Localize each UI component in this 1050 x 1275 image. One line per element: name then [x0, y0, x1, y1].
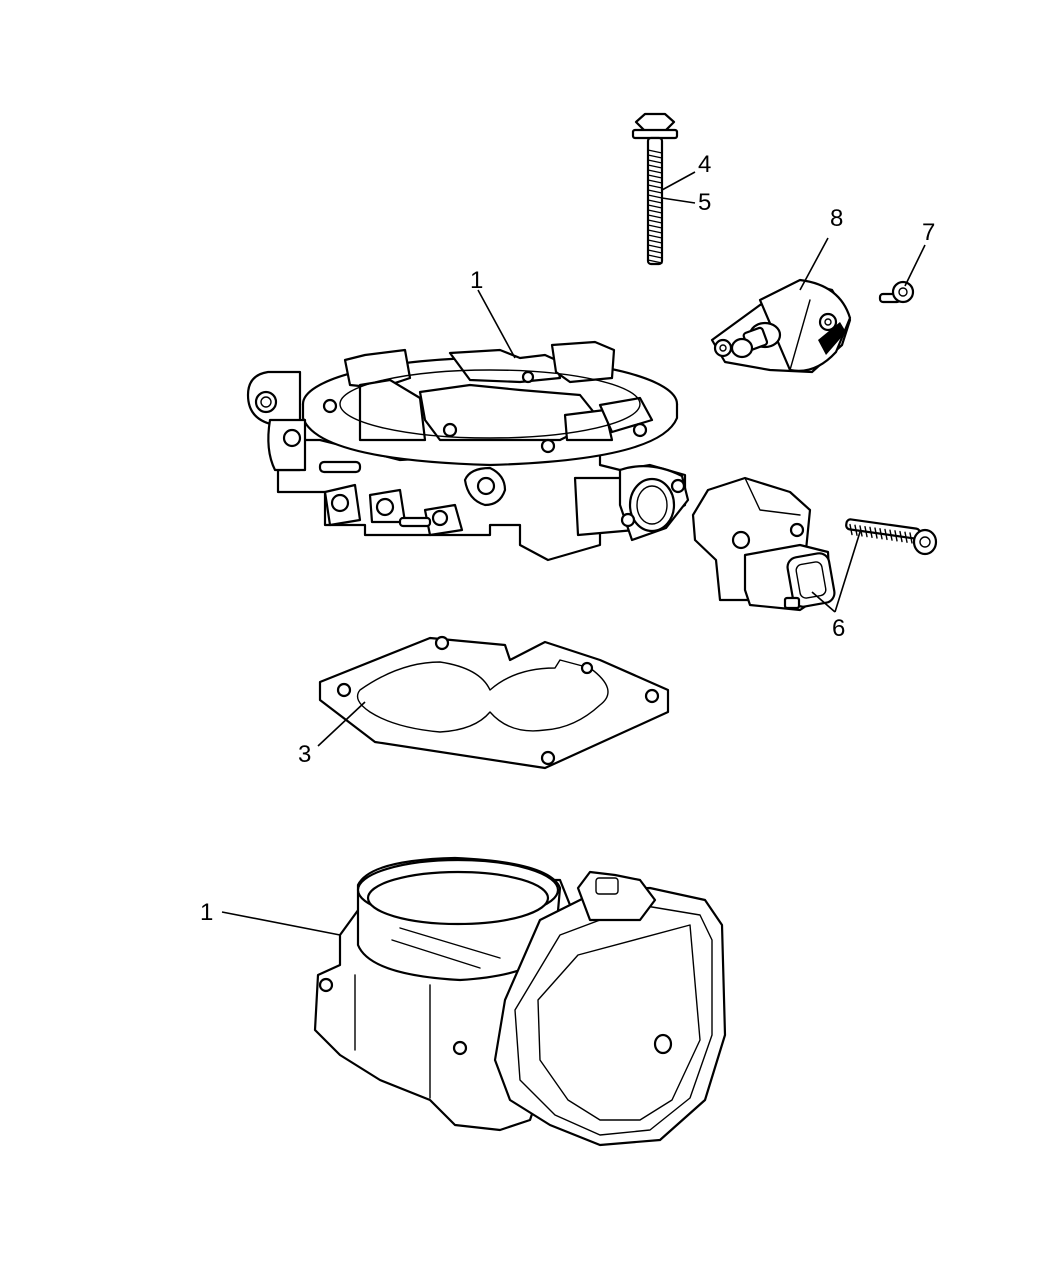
callout-8: 8	[830, 205, 843, 232]
callout-7: 7	[922, 219, 935, 246]
leaders	[221, 171, 926, 936]
callout-3: 3	[298, 741, 311, 768]
callout-4: 4	[698, 151, 711, 178]
small-screw	[878, 280, 915, 304]
electronic-throttle-body	[313, 856, 727, 1147]
callout-5: 5	[698, 189, 711, 216]
callout-1-upper: 1	[470, 267, 483, 294]
callout-6: 6	[832, 615, 845, 642]
callout-1-lower: 1	[200, 899, 213, 926]
long-bolt	[631, 112, 679, 266]
idle-air-control-motor	[710, 278, 852, 374]
tps-screw	[845, 518, 938, 556]
upper-throttle-body	[246, 340, 690, 562]
throttle-position-sensor	[691, 476, 836, 612]
callouts: 1 4 5 8 7 6 3 1	[200, 151, 935, 926]
gasket	[318, 635, 670, 770]
